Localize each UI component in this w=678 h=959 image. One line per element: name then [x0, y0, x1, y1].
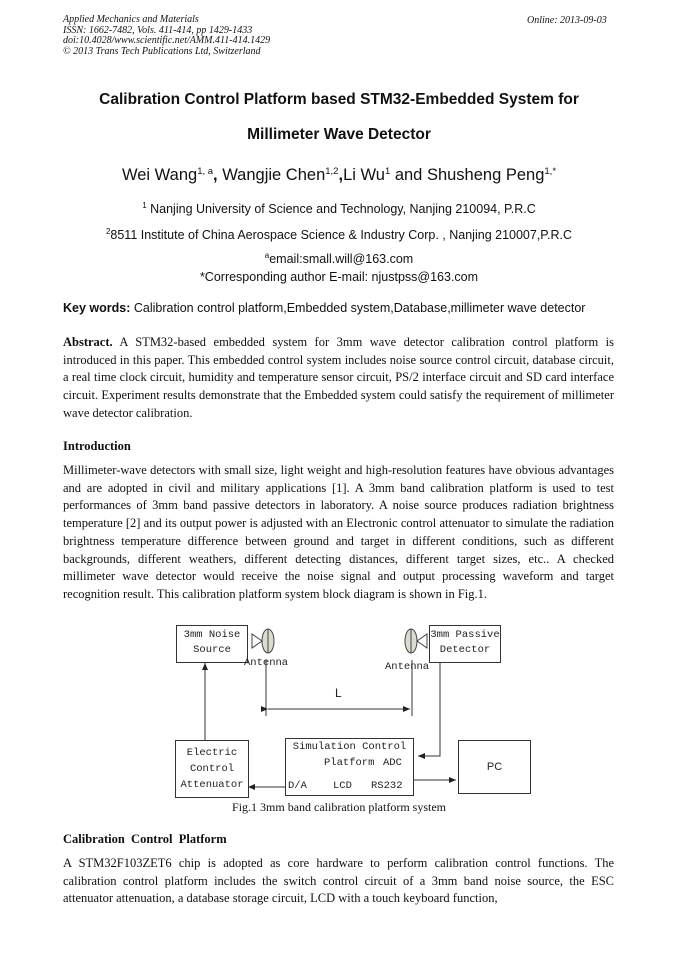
- block-label: 3mm Noise: [183, 629, 241, 641]
- block-label: Simulation Control: [292, 741, 407, 753]
- author-name: Wei Wang: [121, 166, 198, 184]
- antenna-right-label: Antenna: [385, 661, 430, 673]
- author-separator: ,: [213, 166, 223, 184]
- block-label: Attenuator: [180, 779, 244, 791]
- abstract-text: A STM32-based embedded system for 3mm wa…: [63, 335, 614, 420]
- affiliation-sup: 1: [142, 201, 147, 210]
- author-sup: 1: [384, 166, 391, 177]
- block-label: Source: [193, 644, 231, 656]
- journal-header: Applied Mechanics and Materials ISSN: 16…: [63, 14, 271, 57]
- port-da-label: D/A: [288, 780, 307, 792]
- affiliation-text: 8511 Institute of China Aerospace Scienc…: [110, 228, 573, 242]
- section-heading-introduction: Introduction: [63, 439, 131, 453]
- port-lcd-label: LCD: [333, 780, 352, 792]
- port-rs232-label: RS232: [371, 780, 403, 792]
- doi: doi:10.4028/www.scientific.net/AMM.411-4…: [63, 35, 271, 46]
- port-adc-label: ADC: [383, 757, 402, 769]
- block-label: 3mm Passive: [430, 629, 500, 641]
- block-label: PC: [486, 761, 503, 773]
- introduction-paragraph: Millimeter-wave detectors with small siz…: [63, 463, 614, 601]
- journal-name: Applied Mechanics and Materials: [63, 14, 199, 25]
- author-sup: 1,*: [544, 166, 557, 177]
- calibration-paragraph: A STM32F103ZET6 chip is adopted as core …: [63, 856, 614, 906]
- author-list: Wei Wang1, a, Wangjie Chen1,2,Li Wu1 and…: [0, 166, 678, 185]
- affiliation-1: 1 Nanjing University of Science and Tech…: [0, 201, 678, 217]
- arrow-detector-to-adc: [418, 659, 441, 759]
- author-email: aemail:small.will@163.com: [0, 251, 678, 267]
- simulation-platform-block: Simulation Control Platform ADC D/A LCD …: [285, 738, 414, 796]
- distance-dimension: [261, 660, 413, 716]
- paper-title-line2: Millimeter Wave Detector: [247, 126, 431, 143]
- affiliation-text: Nanjing University of Science and Techno…: [146, 202, 536, 216]
- email-text: email:small.will@163.com: [269, 252, 414, 266]
- author-separator: ,: [338, 166, 344, 184]
- block-label: Detector: [439, 644, 491, 656]
- author-name: Shusheng Peng: [426, 166, 545, 184]
- author-separator: and: [390, 166, 427, 184]
- block-label: Control: [189, 763, 235, 775]
- block-label: Electric: [186, 747, 238, 759]
- affiliation-sup: 2: [105, 227, 111, 236]
- author-name: Li Wu: [343, 166, 385, 184]
- passive-detector-block: 3mm Passive Detector: [429, 625, 501, 663]
- antenna-left-label: Antenna: [244, 657, 289, 669]
- issn: ISSN: 1662-7482, Vols. 411-414, pp 1429-…: [63, 24, 253, 36]
- antenna-right-icon: [404, 628, 428, 654]
- abstract: Abstract. A STM32-based embedded system …: [63, 334, 614, 423]
- keywords-label: Key words:: [63, 301, 131, 315]
- author-name: Wangjie Chen: [222, 166, 326, 184]
- antenna-left-icon: [251, 628, 275, 654]
- email-sup: a: [264, 251, 270, 260]
- author-sup: 1,2: [325, 166, 339, 177]
- block-label: Platform: [324, 757, 375, 769]
- corresponding-author: *Corresponding author E-mail: njustpss@1…: [199, 270, 479, 284]
- keywords: Key words: Calibration control platform,…: [63, 301, 585, 315]
- author-sup: 1, a: [197, 166, 214, 177]
- copyright: © 2013 Trans Tech Publications Ltd, Swit…: [63, 45, 261, 57]
- figure-caption: Fig.1 3mm band calibration platform syst…: [232, 800, 446, 814]
- paper-title-line1: Calibration Control Platform based STM32…: [99, 91, 579, 108]
- keywords-text: Calibration control platform,Embedded sy…: [130, 301, 586, 315]
- abstract-label: Abstract.: [63, 335, 113, 349]
- online-date: Online: 2013-09-03: [527, 15, 607, 26]
- attenuator-block: Electric Control Attenuator: [175, 740, 249, 798]
- noise-source-block: 3mm Noise Source: [176, 625, 248, 663]
- affiliation-2: 28511 Institute of China Aerospace Scien…: [0, 227, 678, 243]
- pc-block: PC: [458, 740, 531, 794]
- section-heading-calibration: Calibration Control Platform: [63, 832, 227, 846]
- distance-label: L: [335, 686, 342, 700]
